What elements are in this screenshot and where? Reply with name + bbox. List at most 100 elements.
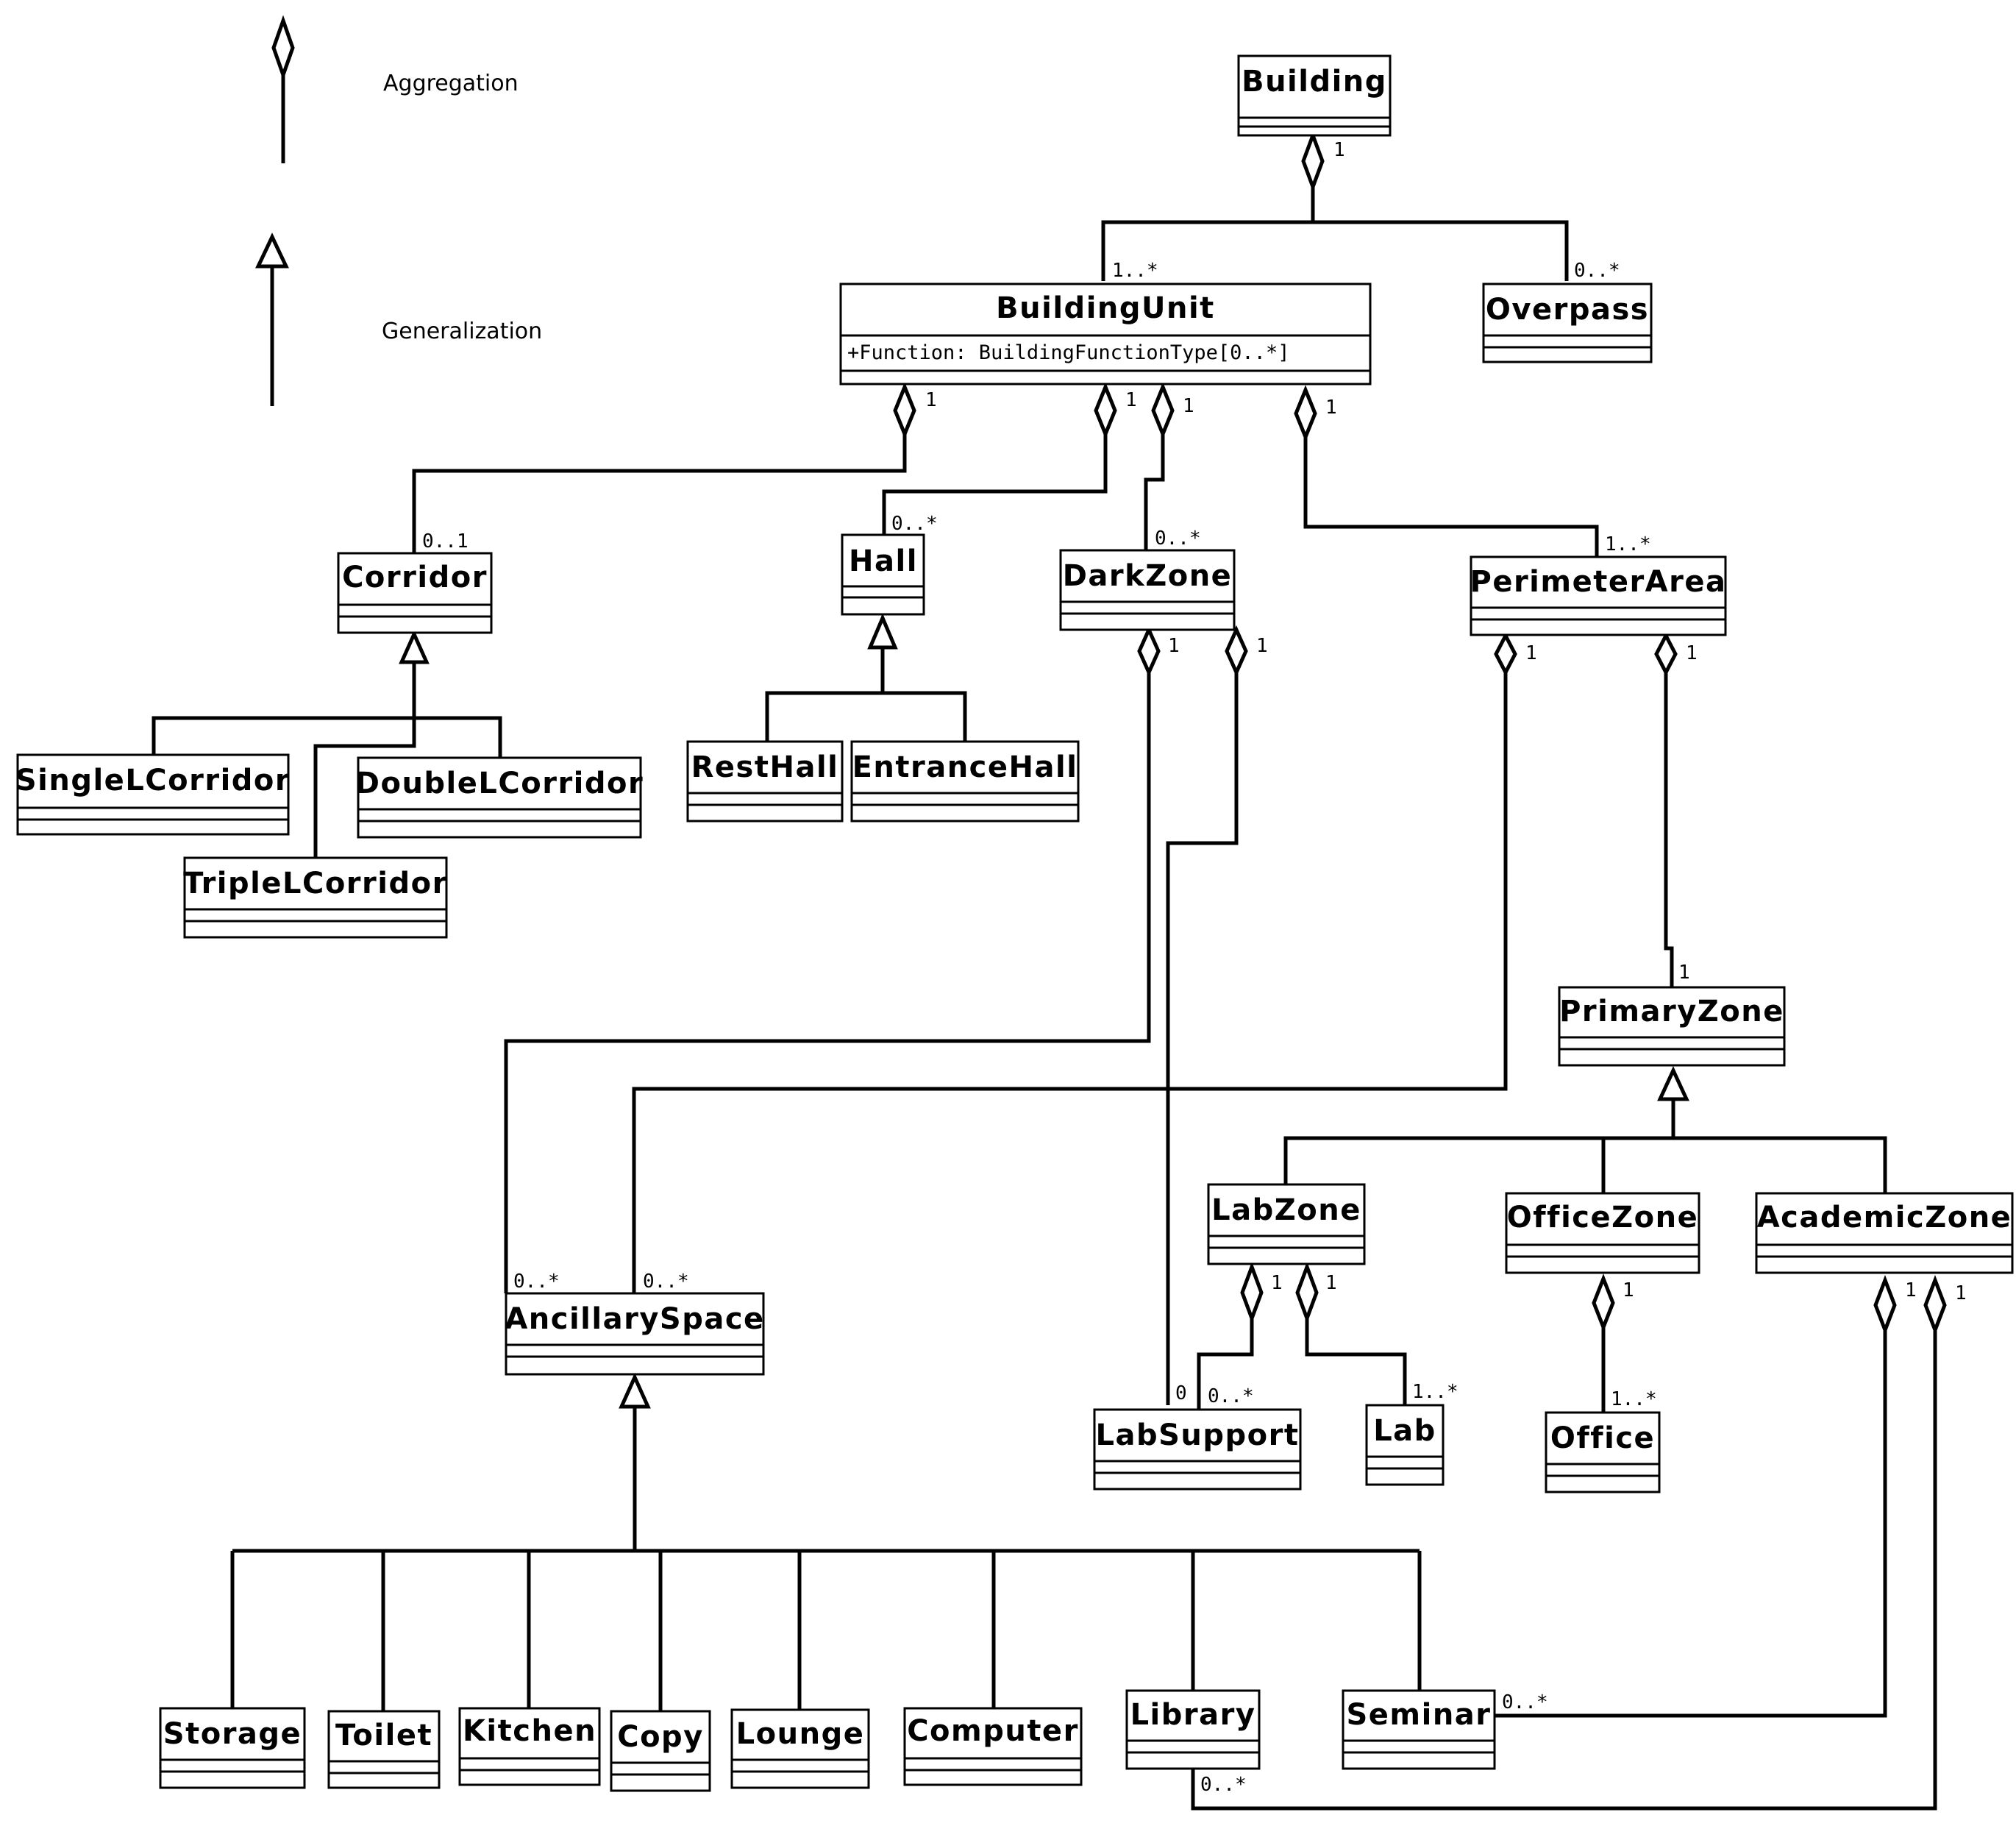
academiczone-library-link xyxy=(1191,1330,1937,1811)
class-office[interactable]: Office xyxy=(1545,1411,1661,1493)
mult-overpass-part: 0..* xyxy=(1574,260,1620,282)
mult-academic-library-owner: 1 xyxy=(1955,1282,1967,1304)
class-single-l-corridor[interactable]: SingleLCorridor xyxy=(15,753,291,836)
class-academic-zone[interactable]: AcademicZone xyxy=(1755,1192,2014,1274)
darkzone-labsupport-aggregation-diamond-icon xyxy=(1225,625,1248,678)
buildingunit-perimeterarea-link xyxy=(1303,437,1599,557)
mult-academic-seminar-owner: 1 xyxy=(1905,1279,1917,1301)
building-buildingunit-link xyxy=(1101,187,1315,281)
class-office-zone[interactable]: OfficeZone xyxy=(1505,1192,1700,1274)
class-name-building: Building xyxy=(1242,65,1387,99)
class-overpass[interactable]: Overpass xyxy=(1482,283,1653,363)
labzone-labsupport-aggregation-diamond-icon xyxy=(1240,1261,1264,1324)
class-name-overpass: Overpass xyxy=(1486,293,1649,327)
mult-corridor-part: 0..1 xyxy=(422,530,469,553)
class-building[interactable]: Building xyxy=(1237,54,1392,137)
mult-building-unit-part: 1..* xyxy=(1112,260,1158,282)
class-lab-zone[interactable]: LabZone xyxy=(1207,1183,1366,1265)
corridor-triple-generalization xyxy=(313,661,416,858)
legend-aggregation-diamond-icon xyxy=(271,15,295,81)
class-name-ancillary-space: AncillarySpace xyxy=(505,1302,764,1336)
corridor-single-generalization xyxy=(152,716,414,755)
academic-library-aggregation-diamond-icon xyxy=(1923,1274,1947,1336)
class-seminar[interactable]: Seminar xyxy=(1342,1689,1496,1770)
class-name-building-unit: BuildingUnit xyxy=(996,291,1215,325)
class-triple-l-corridor[interactable]: TripleLCorridor xyxy=(183,856,448,939)
class-perimeter-area[interactable]: PerimeterArea xyxy=(1470,555,1727,636)
class-rest-hall[interactable]: RestHall xyxy=(686,740,844,823)
legend-generalization-triangle-icon xyxy=(255,232,289,269)
class-computer[interactable]: Computer xyxy=(903,1707,1083,1786)
building-unit-function-attribute: +Function: BuildingFunctionType[0..*] xyxy=(847,341,1289,364)
class-name-triple-l-corridor: TripleLCorridor xyxy=(183,867,448,900)
class-copy[interactable]: Copy xyxy=(610,1710,711,1792)
mult-perimeter-primary-owner: 1 xyxy=(1686,642,1698,664)
mult-anc-part-right: 0..* xyxy=(643,1271,689,1293)
mult-bu-darkzone-owner: 1 xyxy=(1183,395,1194,417)
class-corridor[interactable]: Corridor xyxy=(337,552,493,634)
connectors xyxy=(152,187,1937,1811)
class-name-toilet: Toilet xyxy=(335,1719,432,1752)
mult-perimeter-anc-owner: 1 xyxy=(1525,642,1537,664)
class-toilet[interactable]: Toilet xyxy=(327,1710,441,1789)
darkzone-labsupport-link xyxy=(1166,672,1239,1405)
hall-resthall-generalization xyxy=(765,646,885,742)
mult-labzone-lab-owner: 1 xyxy=(1325,1272,1337,1294)
building-overpass-link xyxy=(1313,220,1569,281)
mult-primaryzone-part: 1 xyxy=(1678,962,1690,984)
corridor-double-generalization xyxy=(414,716,502,758)
academiczone-seminar-link xyxy=(1495,1330,1887,1718)
perimeterarea-ancillaryspace-link xyxy=(632,672,1508,1293)
perimeter-primary-aggregation-diamond-icon xyxy=(1654,631,1678,677)
bu-hall-aggregation-diamond-icon xyxy=(1094,382,1117,439)
class-building-unit[interactable]: BuildingUnit +Function: BuildingFunction… xyxy=(839,283,1372,386)
class-entrance-hall[interactable]: EntranceHall xyxy=(850,740,1080,823)
class-name-storage: Storage xyxy=(163,1717,302,1751)
class-hall[interactable]: Hall xyxy=(841,533,925,616)
labzone-lab-link xyxy=(1305,1318,1407,1405)
mult-bu-corridor-owner: 1 xyxy=(925,389,937,411)
class-lounge[interactable]: Lounge xyxy=(730,1708,870,1789)
class-name-lab-zone: LabZone xyxy=(1211,1193,1361,1227)
primaryzone-generalization-triangle-icon xyxy=(1657,1066,1689,1101)
officezone-office-aggregation-diamond-icon xyxy=(1592,1273,1615,1332)
class-kitchen[interactable]: Kitchen xyxy=(458,1707,601,1786)
buildingunit-hall-link xyxy=(882,434,1108,535)
class-name-dark-zone: DarkZone xyxy=(1063,559,1233,593)
class-name-hall: Hall xyxy=(849,544,918,578)
class-lab-support[interactable]: LabSupport xyxy=(1093,1408,1302,1491)
class-name-lab: Lab xyxy=(1373,1414,1436,1448)
class-library[interactable]: Library xyxy=(1125,1689,1261,1770)
legend-aggregation-label: Aggregation xyxy=(383,71,519,96)
class-double-l-corridor[interactable]: DoubleLCorridor xyxy=(355,756,644,839)
mult-perimeter-part: 1..* xyxy=(1605,533,1651,555)
class-name-double-l-corridor: DoubleLCorridor xyxy=(355,767,644,800)
labzone-lab-aggregation-diamond-icon xyxy=(1295,1261,1319,1324)
class-primary-zone[interactable]: PrimaryZone xyxy=(1558,986,1786,1067)
class-name-academic-zone: AcademicZone xyxy=(1757,1201,2012,1234)
class-name-corridor: Corridor xyxy=(342,561,488,594)
class-dark-zone[interactable]: DarkZone xyxy=(1059,549,1236,631)
mult-building-owner: 1 xyxy=(1333,139,1345,161)
corridor-generalization-triangle-icon xyxy=(399,629,430,664)
legend-generalization-label: Generalization xyxy=(382,319,542,344)
mult-library-part: 0..* xyxy=(1200,1774,1247,1796)
mult-lab-part: 1..* xyxy=(1412,1381,1458,1403)
class-storage[interactable]: Storage xyxy=(159,1707,306,1789)
class-name-entrance-hall: EntranceHall xyxy=(852,750,1078,784)
class-lab[interactable]: Lab xyxy=(1365,1404,1445,1486)
ancillaryspace-generalization-triangle-icon xyxy=(619,1372,651,1409)
labzone-labsupport-link xyxy=(1197,1318,1254,1410)
mult-seminar-part: 0..* xyxy=(1502,1691,1548,1713)
primaryzone-labzone-generalization xyxy=(1283,1099,1675,1184)
mult-darkzone-anc-owner: 1 xyxy=(1168,635,1180,657)
class-ancillary-space[interactable]: AncillarySpace xyxy=(505,1292,765,1376)
class-name-office-zone: OfficeZone xyxy=(1507,1201,1698,1234)
bu-perimeter-aggregation-diamond-icon xyxy=(1294,385,1317,442)
mult-labsupport-part-b: 0..* xyxy=(1208,1385,1254,1407)
mult-bu-hall-owner: 1 xyxy=(1125,389,1137,411)
mult-bu-perimeter-owner: 1 xyxy=(1325,397,1337,419)
academic-seminar-aggregation-diamond-icon xyxy=(1873,1274,1897,1336)
class-name-single-l-corridor: SingleLCorridor xyxy=(15,764,291,797)
